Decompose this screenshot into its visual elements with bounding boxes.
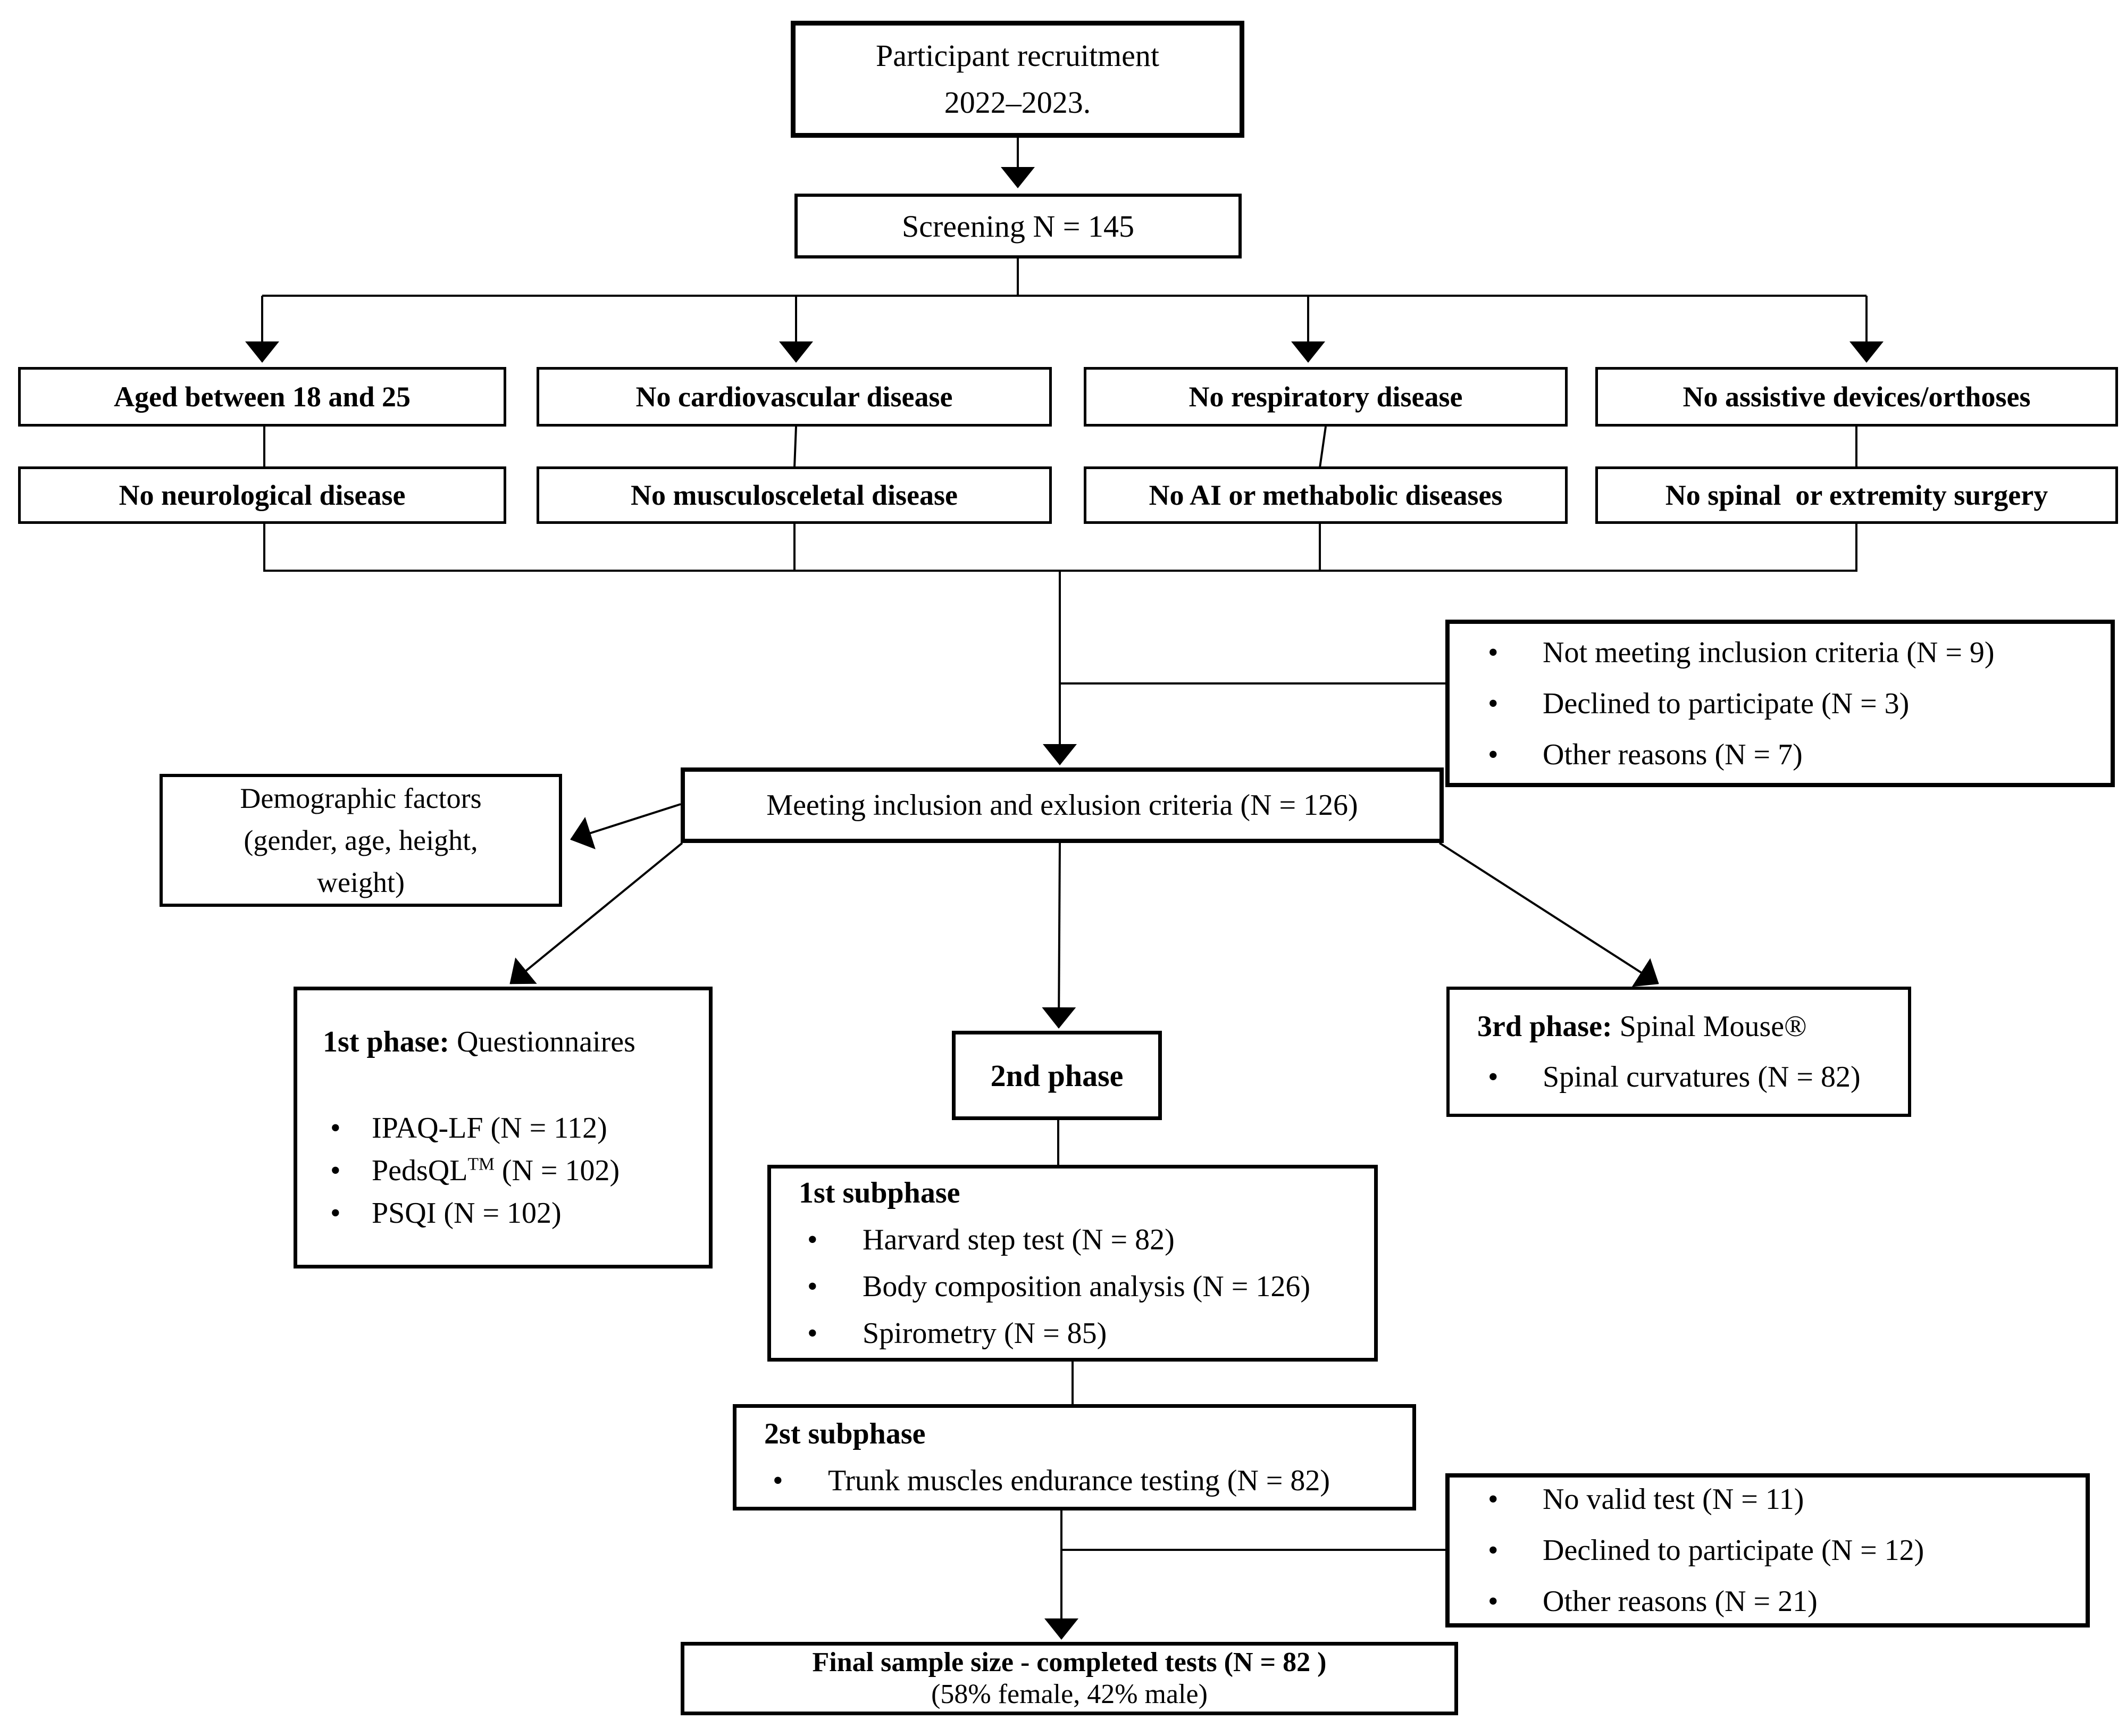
phase1-item-pedsql: PedsQLTM (N = 102) — [297, 1149, 709, 1192]
connector-col2-rows — [793, 426, 797, 468]
pedsql-post: (N = 102) — [494, 1154, 620, 1187]
demographic-line1: Demographic factors — [240, 782, 482, 814]
participant-recruitment-line2: 2022–2023. — [944, 85, 1091, 120]
box-criteria-cardiovascular: No cardiovascular disease — [537, 367, 1052, 427]
subphase1-item: Harvard step test (N = 82) — [771, 1216, 1374, 1263]
box-exclusion-screening: Not meeting inclusion criteria (N = 9) D… — [1445, 620, 2115, 787]
box-demographic-factors: Demographic factors (gender, age, height… — [160, 774, 562, 907]
criteria-musculoskeletal-label: No musculosceletal disease — [631, 479, 958, 511]
criteria-respiratory-label: No respiratory disease — [1188, 381, 1463, 413]
subphase1-title: 1st subphase — [799, 1176, 960, 1209]
phase1-title: 1st phase: Questionnaires — [297, 1021, 709, 1063]
criteria-surgery-label: No spinal or extremity surgery — [1665, 479, 2048, 511]
box-phase2: 2nd phase — [952, 1031, 1162, 1120]
meeting-criteria-label: Meeting inclusion and exlusion criteria … — [766, 789, 1358, 822]
criteria-neurological-label: No neurological disease — [119, 479, 406, 511]
exclusion2-item: No valid test (N = 11) — [1450, 1474, 2086, 1525]
criteria-cardiovascular-label: No cardiovascular disease — [635, 381, 953, 413]
demographic-line2: (gender, age, height, — [244, 824, 478, 856]
box-criteria-age: Aged between 18 and 25 — [18, 367, 506, 427]
arrow-meeting-to-phase2 — [1042, 842, 1076, 1029]
phase1-item-psqi: PSQI (N = 102) — [297, 1192, 709, 1234]
arrow-meeting-to-demographic — [570, 803, 681, 849]
pedsql-pre: PedsQL — [372, 1154, 468, 1187]
final-sample-line1: Final sample size - completed tests (N =… — [812, 1647, 1327, 1677]
phase1-title-bold: 1st phase: — [323, 1025, 450, 1058]
participant-recruitment-line1: Participant recruitment — [875, 38, 1160, 73]
exclusion1-item: Declined to participate (N = 3) — [1450, 678, 2111, 729]
arrow-meeting-to-phase1 — [509, 842, 683, 984]
phase1-item-ipaq: IPAQ-LF (N = 112) — [297, 1107, 709, 1149]
box-subphase1: 1st subphase Harvard step test (N = 82) … — [767, 1165, 1378, 1362]
box-participant-recruitment: Participant recruitment 2022–2023. — [791, 21, 1244, 138]
arrow-meeting-to-phase3 — [1438, 842, 1659, 987]
phase3-title-bold: 3rd phase: — [1477, 1009, 1612, 1043]
exclusion2-item: Other reasons (N = 21) — [1450, 1576, 2086, 1627]
exclusion2-item: Declined to participate (N = 12) — [1450, 1525, 2086, 1576]
phase3-title-rest: Spinal Mouse® — [1612, 1009, 1807, 1043]
box-phase3-spinal-mouse: 3rd phase: Spinal Mouse® Spinal curvatur… — [1446, 987, 1911, 1117]
box-criteria-musculoskeletal: No musculosceletal disease — [537, 466, 1052, 524]
box-criteria-assistive-devices: No assistive devices/orthoses — [1595, 367, 2118, 427]
subphase1-item: Spirometry (N = 85) — [771, 1310, 1374, 1357]
exclusion1-item: Other reasons (N = 7) — [1450, 729, 2111, 780]
phase3-title: 3rd phase: Spinal Mouse® — [1450, 1001, 1908, 1052]
box-criteria-metabolic: No AI or methabolic diseases — [1084, 466, 1568, 524]
final-sample-line2: (58% female, 42% male) — [931, 1679, 1208, 1709]
criteria-metabolic-label: No AI or methabolic diseases — [1149, 479, 1503, 511]
pedsql-tm-superscript: TM — [467, 1154, 495, 1174]
box-subphase2: 2st subphase Trunk muscles endurance tes… — [733, 1404, 1416, 1510]
box-criteria-neurological: No neurological disease — [18, 466, 506, 524]
box-exclusion-testing: No valid test (N = 11) Declined to parti… — [1445, 1473, 2090, 1628]
box-phase1-questionnaires: 1st phase: Questionnaires IPAQ-LF (N = 1… — [294, 987, 713, 1268]
exclusion1-item: Not meeting inclusion criteria (N = 9) — [1450, 627, 2111, 678]
box-final-sample-size: Final sample size - completed tests (N =… — [681, 1642, 1458, 1715]
phase1-title-rest: Questionnaires — [449, 1025, 635, 1058]
demographic-line3: weight) — [317, 866, 405, 898]
box-screening: Screening N = 145 — [794, 194, 1242, 258]
criteria-assistive-devices-label: No assistive devices/orthoses — [1683, 381, 2031, 413]
box-meeting-criteria: Meeting inclusion and exlusion criteria … — [681, 767, 1444, 843]
connector-col3-rows — [1319, 426, 1327, 468]
subphase1-item: Body composition analysis (N = 126) — [771, 1263, 1374, 1310]
subphase2-title: 2st subphase — [764, 1417, 926, 1450]
phase2-label: 2nd phase — [990, 1058, 1124, 1093]
subphase2-item: Trunk muscles endurance testing (N = 82) — [736, 1457, 1412, 1504]
criteria-age-label: Aged between 18 and 25 — [113, 381, 411, 413]
phase3-item-spinal-curvatures: Spinal curvatures (N = 82) — [1450, 1052, 1908, 1103]
box-criteria-respiratory: No respiratory disease — [1084, 367, 1568, 427]
box-criteria-surgery: No spinal or extremity surgery — [1595, 466, 2118, 524]
screening-label: Screening N = 145 — [901, 208, 1134, 244]
